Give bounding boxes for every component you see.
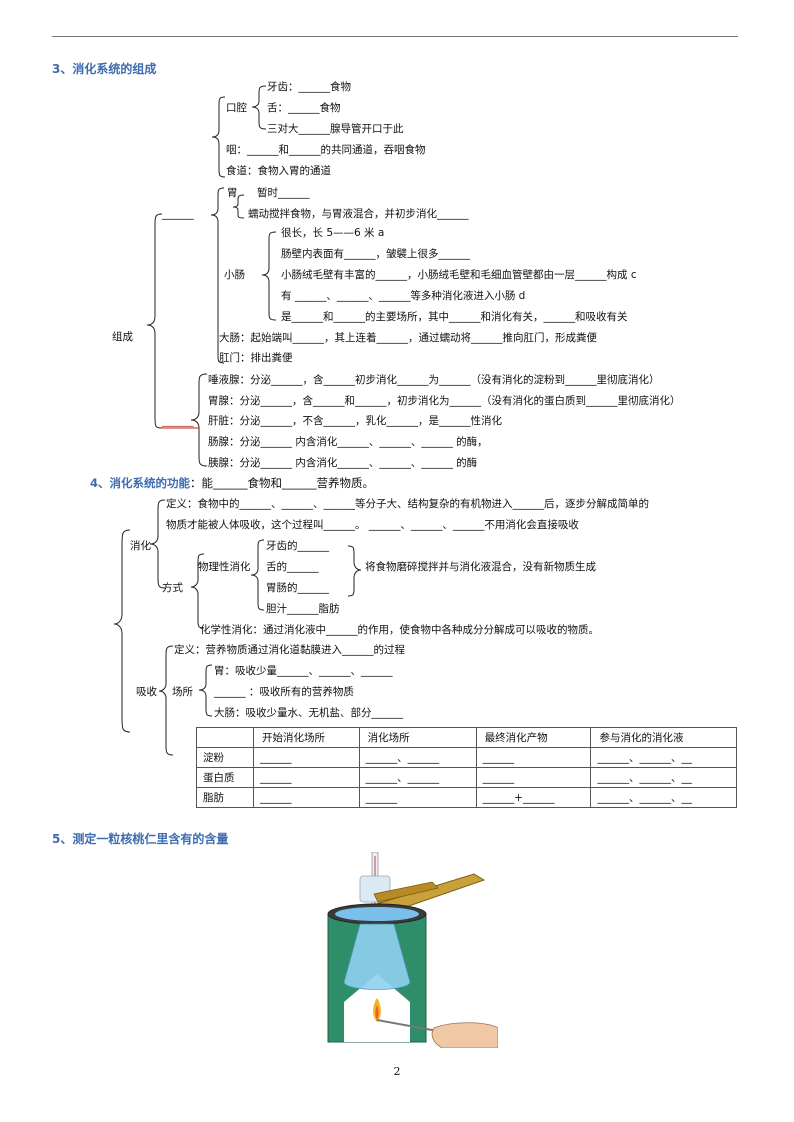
page-number: 2 [393, 1065, 401, 1078]
table-cell: ______ [253, 787, 360, 808]
esophagus-line: 食道：食物入胃的通道 [226, 165, 331, 177]
small-intestine-line-1: 很长，长 5——6 米 a [281, 227, 385, 239]
small-intestine-line-3: 小肠绒毛壁有丰富的______，小肠绒毛壁和毛细血管壁都由一层______构成 … [281, 269, 637, 281]
physical-line-2: 舌的______ [266, 561, 319, 573]
small-intestine-line-4: 有 ______、______、______等多种消化液进入小肠 d [281, 290, 526, 302]
table-cell: ______+______ [475, 787, 592, 808]
table-cell: ______、______、__ [590, 747, 737, 768]
absorption-line-2: ______ ：吸收所有的营养物质 [214, 686, 354, 698]
table-corner [196, 727, 254, 748]
gland-line-2: 胃腺：分泌______，含______和______，初步消化为______（没… [208, 395, 681, 407]
composition-label: 组成 [112, 331, 133, 343]
table-cell: ______ [475, 747, 592, 768]
physical-line-3: 胃肠的______ [266, 582, 329, 594]
table-cell: ______ [475, 767, 592, 788]
table-header: 开始消化场所 [253, 727, 360, 748]
small-intestine-line-2: 肠壁内表面有______，皱襞上很多______ [281, 248, 470, 260]
table-header: 参与消化的消化液 [590, 727, 737, 748]
gland-line-1: 唾液腺：分泌______，含______初步消化______为______（没有… [208, 374, 660, 386]
table-cell: ______ [253, 747, 360, 768]
table-cell: ______、______ [358, 767, 477, 788]
anus-line: 肛门：排出粪便 [219, 352, 293, 364]
section4-heading-title: 4、消化系统的功能 [90, 476, 191, 490]
physical-result: 将食物磨碎搅拌并与消化液混合，没有新物质生成 [365, 561, 596, 573]
large-intestine-line: 大肠：起始端叫______，其上连着______，通过蠕动将______推向肛门… [219, 332, 597, 344]
digestion-def-2: 物质才能被人体吸收，这个过程叫______。 ______、______、___… [166, 519, 579, 531]
small-intestine-label: 小肠 [224, 269, 245, 281]
absorption-label: 吸收 [136, 686, 157, 698]
table-header-row: 开始消化场所 消化场所 最终消化产物 参与消化的消化液 [196, 727, 737, 748]
table-row: 脂肪 ______ ______ ______+______ ______、__… [196, 787, 737, 808]
gland-line-4: 肠腺：分泌______ 内含消化______、______、______ 的酶， [208, 436, 488, 448]
table-row: 蛋白质 ______ ______、______ ______ ______、_… [196, 767, 737, 788]
digestion-label: 消化 [130, 540, 151, 552]
table-cell: 淀粉 [196, 747, 254, 768]
stomach-line-2: 蠕动搅拌食物，与胃液混合，并初步消化______ [248, 208, 469, 220]
table-cell: 脂肪 [196, 787, 254, 808]
digestion-table: 开始消化场所 消化场所 最终消化产物 参与消化的消化液 淀粉 ______ __… [196, 727, 737, 808]
section3-heading: 3、消化系统的组成 [52, 62, 157, 76]
table-cell: ______ [358, 787, 477, 808]
gland-line-3: 肝脏：分泌______，不含______，乳化______，是______性消化 [208, 415, 502, 427]
place-label: 场所 [172, 686, 193, 698]
walnut-burning-apparatus-illustration [327, 852, 498, 1048]
table-header: 消化场所 [358, 727, 477, 748]
section4-heading-rest: ：能______食物和______营养物质。 [190, 476, 375, 490]
section4-heading: 4、消化系统的功能：能______食物和______营养物质。 [90, 476, 374, 490]
mouth-label: 口腔 [226, 102, 247, 114]
table-cell: 蛋白质 [196, 767, 254, 788]
table-row: 淀粉 ______ ______、______ ______ ______、__… [196, 747, 737, 768]
saliva-glands-line: 三对大______腺导管开口于此 [267, 123, 404, 135]
tract-blank: ______ [162, 208, 194, 220]
teeth-line: 牙齿：______食物 [267, 81, 351, 93]
absorption-line-3: 大肠：吸收少量水、无机盐、部分______ [214, 707, 403, 719]
method-label: 方式 [162, 582, 183, 594]
chemical-line: 化学性消化：通过消化液中______的作用，使食物中各种成分分解成可以吸收的物质… [200, 624, 599, 636]
physical-line-4: 胆汁______脂肪 [266, 603, 340, 615]
physical-label: 物理性消化 [198, 561, 251, 573]
section5-heading: 5、测定一粒核桃仁里含有的含量 [52, 832, 229, 846]
pharynx-line: 咽：______和______的共同通道，吞咽食物 [226, 144, 426, 156]
stomach-label: 胃 [227, 187, 238, 199]
tongue-line: 舌：______食物 [267, 102, 341, 114]
physical-line-1: 牙齿的______ [266, 540, 329, 552]
stomach-line-1: 暂时______ [257, 187, 310, 199]
absorption-def: 定义：营养物质通过消化道黏膜进入______的过程 [174, 644, 405, 656]
table-header: 最终消化产物 [475, 727, 592, 748]
digestion-def-1: 定义：食物中的______、______、______等分子大、结构复杂的有机物… [166, 498, 649, 510]
top-rule [52, 36, 738, 37]
table-cell: ______、______、__ [590, 767, 737, 788]
gland-line-5: 胰腺：分泌______ 内含消化______、______、______ 的酶 [208, 457, 478, 469]
gland-blank: ______ [162, 415, 194, 427]
table-cell: ______、______ [358, 747, 477, 768]
table-cell: ______ [253, 767, 360, 788]
absorption-line-1: 胃：吸收少量______、______、______ [214, 665, 393, 677]
table-cell: ______、______、__ [590, 787, 737, 808]
small-intestine-line-5: 是______和______的主要场所，其中______和消化有关，______… [281, 311, 628, 323]
